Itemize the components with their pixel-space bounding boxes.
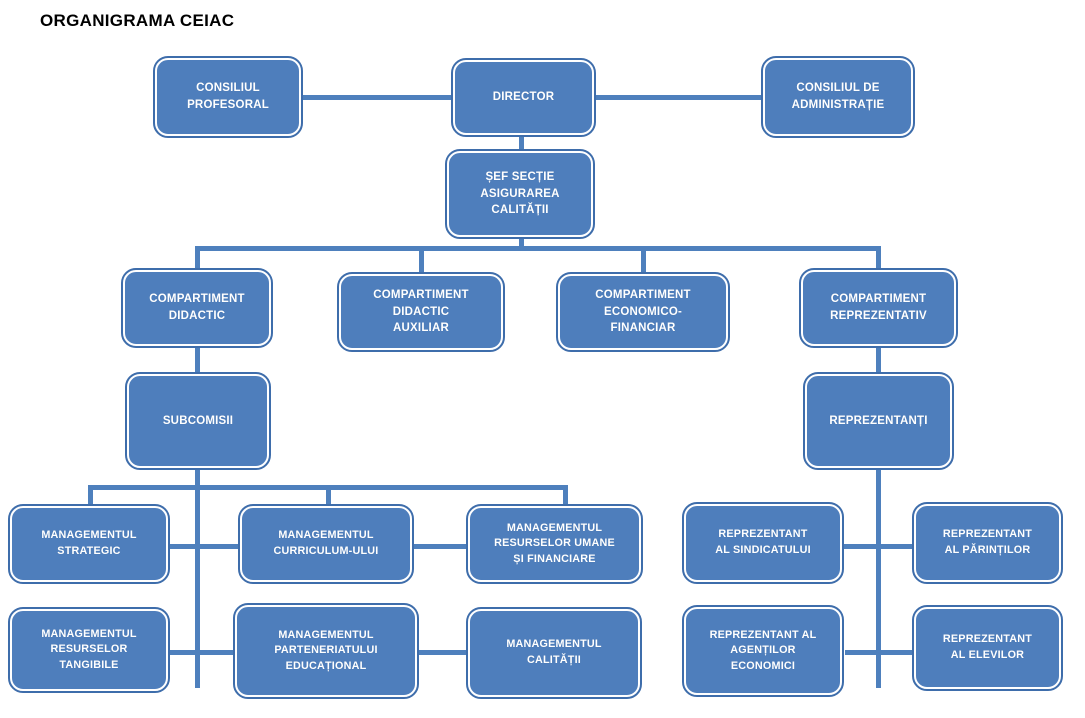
- connector-drop-mng-strategic: [88, 485, 93, 507]
- connector-arm-sindicat: [838, 544, 880, 549]
- node-sef-sectie-asigurarea-calitatii[interactable]: ȘEF SECȚIE ASIGURAREA CALITĂȚII: [445, 149, 595, 239]
- node-reprezentanti[interactable]: REPREZENTANȚI: [803, 372, 954, 470]
- node-label: COMPARTIMENT DIDACTIC: [149, 293, 245, 322]
- node-managementul-parteneriatului-educational[interactable]: MANAGEMENTUL PARTENERIATULUI EDUCAȚIONAL: [233, 603, 419, 699]
- connector-drop-mng-curriculum: [326, 485, 331, 507]
- node-label: MANAGEMENTUL CURRICULUM-ULUI: [273, 529, 379, 557]
- node-managementul-resurselor-tangibile[interactable]: MANAGEMENTUL RESURSELOR TANGIBILE: [8, 607, 170, 693]
- connector-didactic-subcomisii: [195, 345, 200, 375]
- connector-reprezentativ-reprezentanti: [876, 345, 881, 375]
- node-label: REPREZENTANȚI: [829, 414, 928, 427]
- node-reprezentant-al-elevilor[interactable]: REPREZENTANT AL ELEVILOR: [912, 605, 1063, 691]
- node-label: DIRECTOR: [492, 91, 555, 104]
- node-reprezentant-al-parintilor[interactable]: REPREZENTANT AL PĂRINȚILOR: [912, 502, 1063, 584]
- connector-arm-row1-far-right: [410, 544, 470, 549]
- connector-arm-row1-right: [197, 544, 245, 549]
- node-managementul-resurselor-umane-si-financiare[interactable]: MANAGEMENTUL RESURSELOR UMANE ȘI FINANCI…: [466, 504, 643, 584]
- connector-arm-agenti: [845, 650, 880, 655]
- node-label: COMPARTIMENT DIDACTIC AUXILIAR: [373, 288, 469, 335]
- connector-subcomisii-spine: [195, 466, 200, 688]
- connector-arm-row1-left: [166, 544, 198, 549]
- node-managementul-calitatii[interactable]: MANAGEMENTUL CALITĂȚII: [466, 607, 642, 699]
- node-label: MANAGEMENTUL STRATEGIC: [41, 529, 137, 557]
- node-label: REPREZENTANT AL PĂRINȚILOR: [942, 528, 1033, 556]
- connector-director-down: [519, 128, 524, 154]
- connector-arm-row2-far-right: [417, 650, 470, 655]
- node-reprezentant-al-agentilor-economici[interactable]: REPREZENTANT AL AGENȚILOR ECONOMICI: [682, 605, 844, 697]
- connector-arm-parinti: [877, 544, 917, 549]
- connector-reprezentanti-spine: [876, 466, 881, 688]
- node-label: CONSILIUL DE ADMINISTRAȚIE: [791, 82, 885, 111]
- node-consiliul-administratie[interactable]: CONSILIUL DE ADMINISTRAȚIE: [761, 56, 915, 138]
- node-managementul-curriculum-ului[interactable]: MANAGEMENTUL CURRICULUM-ULUI: [238, 504, 414, 584]
- node-label: COMPARTIMENT ECONOMICO- FINANCIAR: [595, 288, 691, 335]
- connector-director-administratie: [594, 95, 764, 100]
- node-label: MANAGEMENTUL CALITĂȚII: [506, 638, 602, 666]
- node-label: REPREZENTANT AL AGENȚILOR ECONOMICI: [709, 628, 817, 672]
- node-label: MANAGEMENTUL RESURSELOR UMANE ȘI FINANCI…: [494, 521, 615, 565]
- connector-drop-comp-economico: [641, 246, 646, 275]
- node-label: ȘEF SECȚIE ASIGURAREA CALITĂȚII: [480, 170, 560, 217]
- node-reprezentant-al-sindicatului[interactable]: REPREZENTANT AL SINDICATULUI: [682, 502, 844, 584]
- node-compartiment-didactic[interactable]: COMPARTIMENT DIDACTIC: [121, 268, 273, 348]
- connector-drop-comp-didactic: [195, 246, 200, 271]
- node-label: CONSILIUL PROFESORAL: [187, 82, 269, 111]
- connector-compartiment-bus: [195, 246, 881, 251]
- node-compartiment-didactic-auxiliar[interactable]: COMPARTIMENT DIDACTIC AUXILIAR: [337, 272, 505, 352]
- page-title: ORGANIGRAMA CEIAC: [40, 11, 235, 30]
- connector-drop-comp-reprezentativ: [876, 246, 881, 271]
- connector-arm-elevi: [877, 650, 917, 655]
- connector-drop-comp-didactic-aux: [419, 246, 424, 275]
- connector-drop-mng-resurse-umane: [563, 485, 568, 507]
- node-label: COMPARTIMENT REPREZENTATIV: [830, 293, 927, 322]
- node-label: REPREZENTANT AL ELEVILOR: [942, 633, 1033, 661]
- node-subcomisii[interactable]: SUBCOMISII: [125, 372, 271, 470]
- node-managementul-strategic[interactable]: MANAGEMENTUL STRATEGIC: [8, 504, 170, 584]
- node-label: MANAGEMENTUL RESURSELOR TANGIBILE: [41, 627, 137, 671]
- node-compartiment-economico-financiar[interactable]: COMPARTIMENT ECONOMICO- FINANCIAR: [556, 272, 730, 352]
- node-label: REPREZENTANT AL SINDICATULUI: [715, 528, 811, 556]
- node-label: MANAGEMENTUL PARTENERIATULUI EDUCAȚIONAL: [274, 628, 378, 672]
- node-director[interactable]: DIRECTOR: [451, 58, 596, 137]
- node-label: SUBCOMISII: [162, 414, 234, 427]
- connector-profesoral-director: [300, 95, 455, 100]
- connector-arm-row2-right: [197, 650, 237, 655]
- connector-sefsectie-down: [519, 236, 524, 251]
- node-consiliul-profesoral[interactable]: CONSILIUL PROFESORAL: [153, 56, 303, 138]
- connector-arm-row2-left: [166, 650, 198, 655]
- node-compartiment-reprezentativ[interactable]: COMPARTIMENT REPREZENTATIV: [799, 268, 958, 348]
